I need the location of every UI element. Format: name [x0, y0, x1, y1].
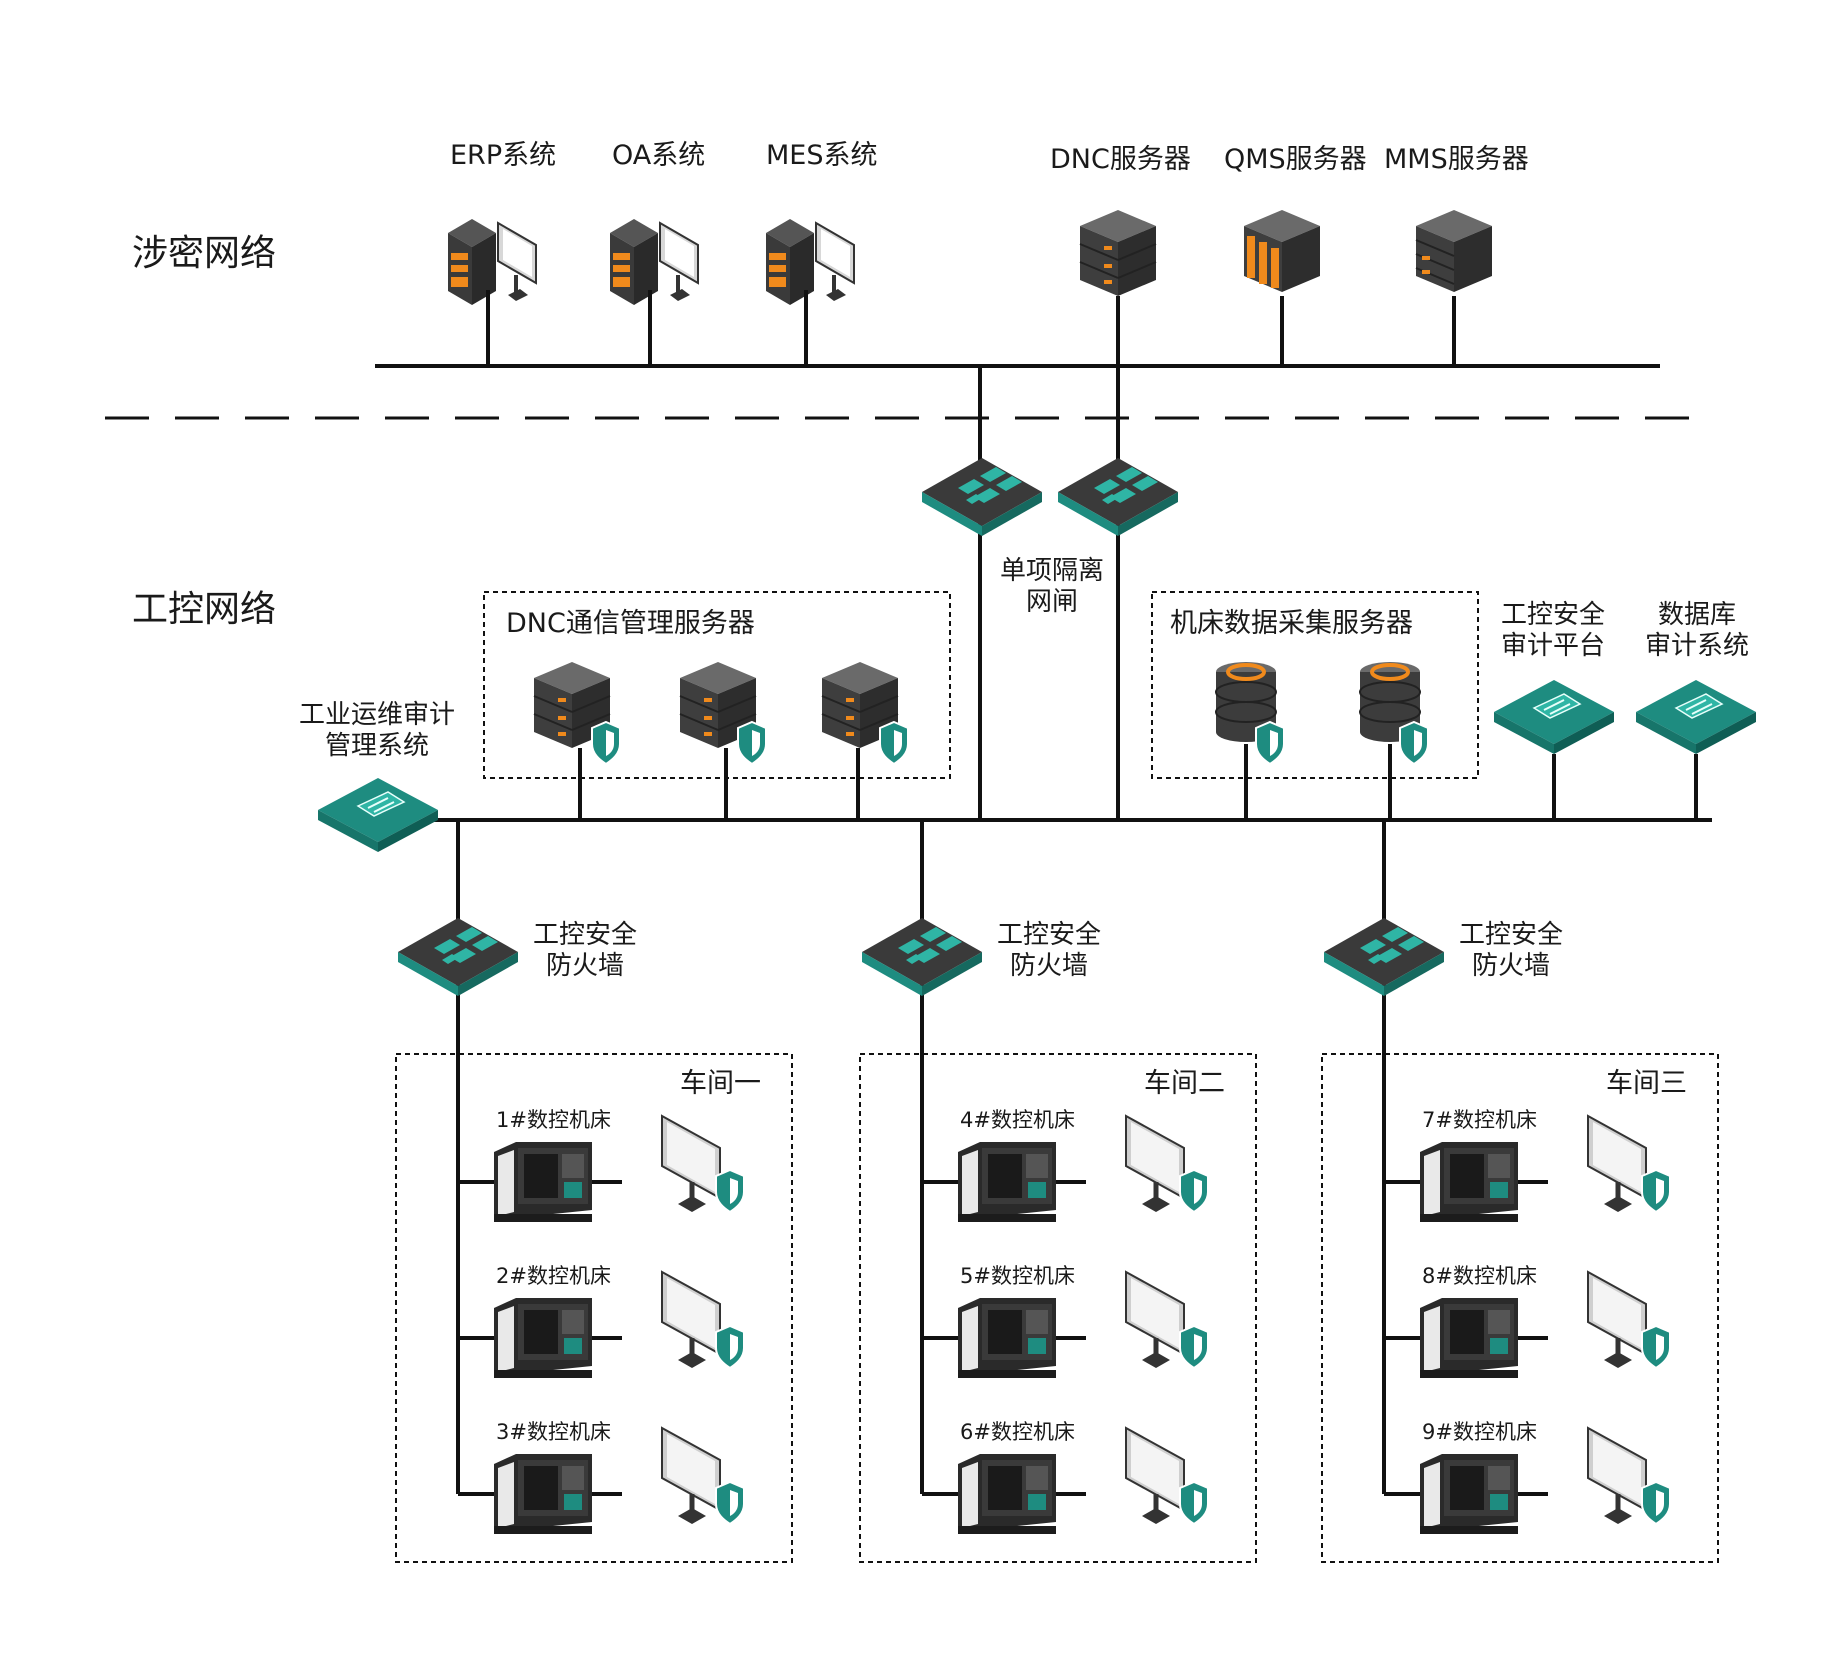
cnc-machine	[1420, 1142, 1518, 1222]
machine-label: 7#数控机床	[1422, 1108, 1537, 1132]
dnc-group-box	[483, 591, 951, 779]
monitor-icon	[1588, 1272, 1646, 1368]
monitor-icon	[1588, 1428, 1646, 1524]
ops-audit-line2: 管理系统	[324, 731, 429, 762]
cnc-machine	[494, 1142, 592, 1222]
gateway-label: 单项隔离 网闸	[988, 556, 1116, 618]
zone-label-industrial: 工控网络	[132, 589, 277, 630]
cnc-machine	[958, 1298, 1056, 1378]
firewall-label-line1: 工控安全	[532, 920, 637, 950]
audit-platform-device	[1493, 679, 1615, 755]
ops-audit-line1: 工业运维审计	[298, 700, 455, 730]
gateway-label-line1: 单项隔离	[999, 556, 1104, 586]
monitor-icon	[662, 1116, 720, 1212]
machine-label: 2#数控机床	[496, 1264, 611, 1288]
db-audit-device	[1635, 679, 1757, 755]
db-audit-line2: 审计系统	[1644, 631, 1749, 662]
audit-platform-line1: 工控安全	[1500, 600, 1605, 630]
firewall-label-3: 工控安全 防火墙	[1446, 920, 1576, 982]
machine-label: 3#数控机床	[496, 1420, 611, 1444]
server-dnc	[1079, 209, 1157, 297]
shield-icon	[715, 1481, 745, 1525]
monitor-icon	[1126, 1428, 1184, 1524]
gateway-label-line2: 网闸	[1025, 587, 1078, 618]
shield-icon	[1179, 1325, 1209, 1369]
dnc-group-title: DNC通信管理服务器	[506, 608, 755, 639]
cnc-machine	[1420, 1298, 1518, 1378]
cnc-machine	[958, 1142, 1056, 1222]
monitor-icon	[1588, 1116, 1646, 1212]
shield-icon	[1399, 721, 1429, 765]
audit-platform-label: 工控安全 审计平台	[1478, 600, 1628, 662]
firewall-label-line2: 防火墙	[545, 951, 624, 982]
firewall-label-line2: 防火墙	[1471, 951, 1550, 982]
pc-mes	[764, 217, 856, 307]
firewall-label-line1: 工控安全	[1458, 920, 1563, 950]
cnc-machine	[494, 1454, 592, 1534]
monitor-icon	[1126, 1272, 1184, 1368]
mms-server-label: MMS服务器	[1384, 144, 1529, 175]
firewall-label-line1: 工控安全	[996, 920, 1101, 950]
db-audit-label: 数据库 审计系统	[1622, 600, 1772, 662]
shield-icon	[591, 721, 621, 765]
server-mms	[1415, 210, 1492, 292]
firewall-label-1: 工控安全 防火墙	[520, 920, 650, 982]
workshop-name: 车间三	[1606, 1068, 1687, 1099]
machine-label: 6#数控机床	[960, 1420, 1075, 1444]
workshop-box-2	[859, 1053, 1257, 1563]
shield-icon	[737, 721, 767, 765]
gateway-device-1	[922, 458, 1042, 536]
qms-server-label: QMS服务器	[1224, 144, 1367, 175]
firewall-label-2: 工控安全 防火墙	[984, 920, 1114, 982]
cnc-machine	[494, 1298, 592, 1378]
collect-group-box	[1151, 591, 1479, 779]
shield-icon	[1255, 721, 1285, 765]
audit-platform-line2: 审计平台	[1500, 631, 1605, 662]
oa-label: OA系统	[612, 140, 706, 171]
ops-audit-label: 工业运维审计 管理系统	[284, 700, 470, 762]
shield-icon	[715, 1325, 745, 1369]
pc-oa	[608, 217, 700, 307]
shield-icon	[1179, 1169, 1209, 1213]
machine-label: 5#数控机床	[960, 1264, 1075, 1288]
mes-label: MES系统	[766, 140, 878, 171]
zone-label-classified: 涉密网络	[132, 233, 277, 274]
monitor-icon	[1126, 1116, 1184, 1212]
machine-label: 8#数控机床	[1422, 1264, 1537, 1288]
firewall-device-1	[398, 918, 518, 996]
shield-icon	[879, 721, 909, 765]
ops-audit-device	[317, 777, 439, 853]
shield-icon	[1641, 1325, 1671, 1369]
cnc-machine	[1420, 1454, 1518, 1534]
workshop-name: 车间二	[1144, 1068, 1225, 1099]
workshop-box-3	[1321, 1053, 1719, 1563]
firewall-label-line2: 防火墙	[1009, 951, 1088, 982]
collect-group-title: 机床数据采集服务器	[1170, 608, 1413, 639]
gateway-device-2	[1058, 458, 1178, 536]
pc-erp	[446, 217, 538, 307]
firewall-device-3	[1324, 918, 1444, 996]
workshop-name: 车间一	[680, 1068, 761, 1099]
firewall-device-2	[862, 918, 982, 996]
shield-icon	[715, 1169, 745, 1213]
shield-icon	[1641, 1481, 1671, 1525]
dnc-server-label: DNC服务器	[1050, 144, 1191, 175]
shield-icon	[1179, 1481, 1209, 1525]
db-audit-line1: 数据库	[1657, 600, 1736, 630]
shield-icon	[1641, 1169, 1671, 1213]
machine-label: 1#数控机床	[496, 1108, 611, 1132]
machine-label: 9#数控机床	[1422, 1420, 1537, 1444]
erp-label: ERP系统	[450, 140, 557, 171]
monitor-icon	[662, 1272, 720, 1368]
machine-label: 4#数控机床	[960, 1108, 1075, 1132]
cnc-machine	[958, 1454, 1056, 1534]
monitor-icon	[662, 1428, 720, 1524]
server-qms	[1244, 210, 1320, 292]
workshop-box-1	[395, 1053, 793, 1563]
